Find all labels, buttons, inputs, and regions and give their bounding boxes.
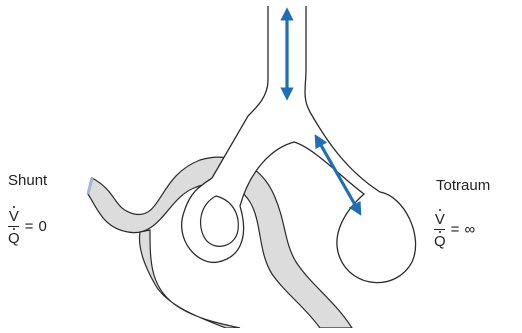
totraum-numerator: V <box>435 209 445 227</box>
shunt-value: 0 <box>38 218 46 235</box>
shunt-label: Shunt <box>8 173 47 188</box>
totraum-formula: V Q = ∞ <box>434 209 475 249</box>
shunt-numerator: V <box>9 206 19 224</box>
shunt-formula: V Q = 0 <box>8 206 47 246</box>
fraction-bar <box>434 229 445 230</box>
totraum-label: Totraum <box>436 178 490 193</box>
totraum-equals: = <box>451 221 460 238</box>
totraum-fraction: V Q <box>434 209 446 249</box>
shunt-equals: = <box>25 218 34 235</box>
shunt-denominator: Q <box>8 228 20 246</box>
fraction-bar <box>8 226 19 227</box>
totraum-denominator: Q <box>434 231 446 249</box>
totraum-value: ∞ <box>464 221 475 238</box>
shunt-fraction: V Q <box>8 206 20 246</box>
airway <box>182 6 416 283</box>
